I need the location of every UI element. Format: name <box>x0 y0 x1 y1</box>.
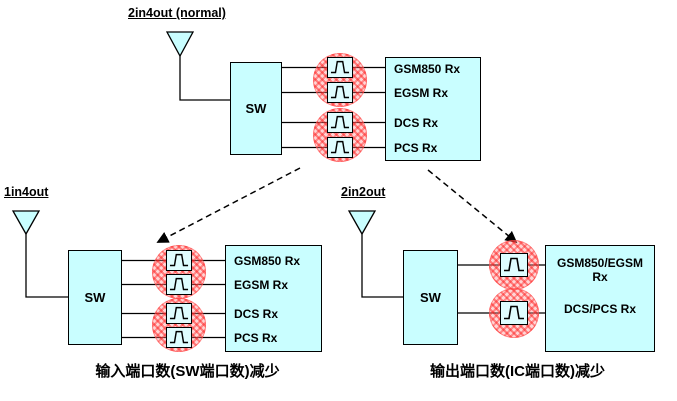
bottom-left-rx-box: GSM850 Rx EGSM Rx DCS Rx PCS Rx <box>225 245 322 352</box>
top-diagram-title: 2in4out (normal) <box>128 6 226 20</box>
bandpass-filter-icon <box>169 253 189 267</box>
bottom-right-filter-1 <box>500 253 528 277</box>
bandpass-filter-icon <box>169 306 189 320</box>
bandpass-filter-icon <box>504 257 524 272</box>
bottom-right-caption: 输出端口数(IC端口数)减少 <box>430 363 605 380</box>
top-sw-label: SW <box>245 101 267 116</box>
top-filter-3 <box>327 112 353 133</box>
bandpass-filter-icon <box>169 330 189 344</box>
rx-label: EGSM Rx <box>234 278 289 292</box>
bandpass-filter-icon <box>330 140 350 154</box>
top-antenna-feed-line <box>179 56 230 101</box>
bottom-left-filter-3 <box>166 303 192 324</box>
rx-label: GSM850 Rx <box>234 254 301 268</box>
bottom-right-rx-box: GSM850/EGSM Rx DCS/PCS Rx <box>545 245 655 352</box>
rx-label: DCS Rx <box>234 307 279 321</box>
top-antenna-icon <box>165 31 195 58</box>
bottom-right-sw-label: SW <box>420 290 441 305</box>
bottom-left-filter-2 <box>166 274 192 295</box>
bottom-right-antenna-feed-line <box>361 234 403 298</box>
rx-label: PCS Rx <box>234 331 278 345</box>
bottom-left-sw-box: SW <box>68 250 122 345</box>
rx-label: EGSM Rx <box>394 86 449 100</box>
rx-label: GSM850 Rx <box>394 62 461 76</box>
top-filter-1 <box>327 57 353 78</box>
bottom-right-diagram-title: 2in2out <box>341 185 386 199</box>
transition-arrow-right <box>427 169 518 244</box>
bandpass-filter-icon <box>504 305 524 320</box>
bottom-left-antenna-feed-line <box>25 234 68 298</box>
top-sw-box: SW <box>230 62 282 155</box>
bottom-left-sw-label: SW <box>84 290 106 305</box>
bottom-left-caption: 输入端口数(SW端口数)减少 <box>95 363 280 380</box>
bottom-right-filter-2 <box>500 301 528 325</box>
rx-label: DCS/PCS Rx <box>563 302 637 316</box>
bandpass-filter-icon <box>330 85 350 99</box>
bottom-left-diagram-title: 1in4out <box>4 185 49 199</box>
top-filter-4 <box>327 137 353 158</box>
bottom-right-antenna-icon <box>347 210 377 236</box>
bottom-left-antenna-icon <box>11 210 41 236</box>
rx-label: PCS Rx <box>394 141 438 155</box>
bandpass-filter-icon <box>169 277 189 291</box>
bandpass-filter-icon <box>330 115 350 129</box>
rx-label: GSM850/EGSM Rx <box>556 256 644 284</box>
bandpass-filter-icon <box>330 60 350 74</box>
top-filter-2 <box>327 82 353 103</box>
transition-arrow-left <box>156 167 301 243</box>
bottom-left-filter-4 <box>166 327 192 348</box>
bottom-right-sw-box: SW <box>403 250 458 345</box>
bottom-left-filter-1 <box>166 250 192 271</box>
rx-label: DCS Rx <box>394 116 439 130</box>
top-rx-box: GSM850 Rx EGSM Rx DCS Rx PCS Rx <box>385 57 481 161</box>
